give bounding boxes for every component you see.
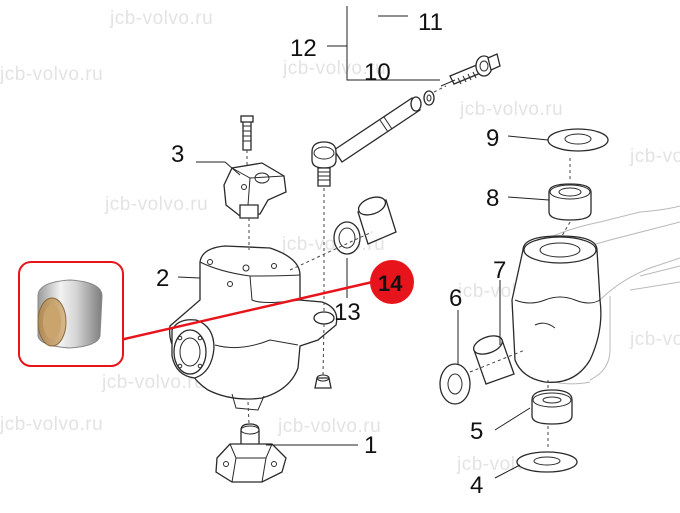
watermark: jcb-volvo.ru (104, 194, 208, 215)
watermark: jcb-volvo.ru (101, 372, 205, 393)
callout-2: 2 (156, 265, 169, 292)
watermark: jcb-volvo.ru (629, 329, 680, 350)
callout-10: 10 (364, 59, 391, 86)
callout-6: 6 (449, 285, 462, 312)
callout-9: 9 (486, 125, 499, 152)
highlight-badge (370, 260, 414, 304)
watermark: jcb-volvo.ru (0, 414, 103, 435)
seal-and-bushing (333, 196, 397, 255)
callout-3: 3 (171, 141, 184, 168)
highlight-leader (119, 276, 391, 342)
callout-8: 8 (486, 185, 499, 212)
tie-rod-end (440, 53, 501, 87)
callout-5: 5 (470, 418, 483, 445)
leader-lines (119, 6, 550, 479)
callout-1: 1 (364, 432, 377, 459)
watermark: jcb-volvo.ru (629, 146, 680, 167)
callout-11: 11 (418, 9, 443, 36)
callout-4: 4 (470, 472, 483, 499)
watermark: jcb-volvo.ru (282, 58, 386, 79)
assembly-lines (246, 85, 571, 450)
callout-labels: 11 12 10 3 9 8 2 7 6 13 14 5 1 4 (156, 9, 506, 499)
callout-14: 14 (378, 271, 403, 296)
callout-7: 7 (493, 257, 506, 284)
bushing-inset (18, 261, 124, 367)
tie-rod (311, 90, 435, 187)
callout-12: 12 (290, 35, 317, 62)
axle-housing (511, 235, 602, 383)
watermark: jcb-volvo.ru (0, 64, 103, 85)
watermark: jcb-volvo.ru (459, 99, 563, 120)
upper-bracket (223, 115, 287, 219)
steering-knuckle (168, 245, 338, 411)
callout-13: 13 (334, 299, 361, 326)
badge-circle (370, 260, 414, 304)
right-side-parts (439, 128, 609, 473)
washer-9 (547, 128, 609, 152)
watermark: jcb-volvo.ru (277, 416, 381, 437)
lower-bracket (215, 423, 287, 483)
watermark: jcb-volvo.ru (109, 8, 213, 29)
